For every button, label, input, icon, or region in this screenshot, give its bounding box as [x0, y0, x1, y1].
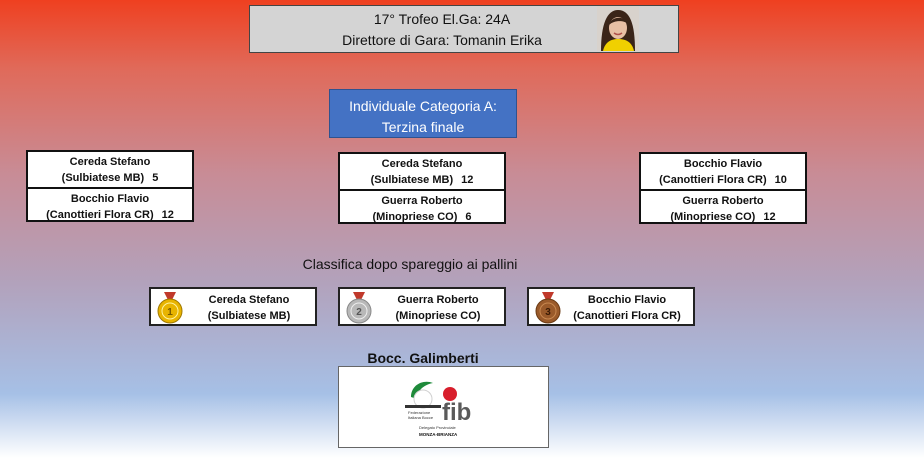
logo-text-line4: MONZA-BRIANZA [419, 432, 458, 437]
podium-text: Guerra Roberto (Minopriese CO) [376, 292, 500, 324]
player-score: 10 [774, 174, 787, 186]
player-club: (Minopriese CO) [372, 211, 458, 223]
player-name: Cereda Stefano [381, 158, 463, 170]
gold-medal-icon: 1 [157, 292, 183, 324]
player-score: 12 [161, 209, 174, 221]
event-title: 17° Trofeo El.Ga: 24A [373, 11, 511, 27]
director-photo [597, 6, 639, 51]
podium-name: Guerra Roberto [397, 294, 479, 306]
podium-club: (Sulbiatese MB) [207, 310, 291, 322]
logo-brand: fib [442, 399, 471, 426]
match-card: Cereda Stefano (Sulbiatese MB) 12 Guerra … [338, 152, 506, 224]
logo-text-line1: Federazione [408, 410, 431, 415]
podium-card-second: 2 Guerra Roberto (Minopriese CO) [338, 287, 506, 326]
bronze-medal-icon: 3 [535, 292, 561, 324]
podium-name: Cereda Stefano [208, 294, 290, 306]
podium-name: Bocchio Flavio [587, 294, 667, 306]
player-club: (Sulbiatese MB) [370, 174, 454, 186]
match-player: Bocchio Flavio (Canottieri Flora CR) 10 [641, 154, 805, 189]
match-card: Bocchio Flavio (Canottieri Flora CR) 10 G… [639, 152, 807, 224]
medal-rank: 3 [545, 307, 551, 318]
silver-medal-icon: 2 [346, 292, 372, 324]
player-club: (Canottieri Flora CR) [46, 209, 154, 221]
player-club: (Canottieri Flora CR) [659, 174, 767, 186]
organizing-club: Bocc. Galimberti [367, 350, 479, 366]
medal-rank: 2 [356, 307, 362, 318]
category-line-1: Individuale Categoria A: [349, 98, 497, 114]
player-name: Guerra Roberto [682, 195, 764, 207]
match-player: Guerra Roberto (Minopriese CO) 6 [340, 189, 504, 224]
logo-red-ball [443, 387, 457, 401]
match-player: Cereda Stefano (Sulbiatese MB) 12 [340, 154, 504, 189]
player-score: 5 [152, 172, 159, 184]
player-name: Guerra Roberto [381, 195, 463, 207]
podium-text: Cereda Stefano (Sulbiatese MB) [187, 292, 311, 324]
podium-card-third: 3 Bocchio Flavio (Canottieri Flora CR) [527, 287, 695, 326]
podium-text: Bocchio Flavio (Canottieri Flora CR) [565, 292, 689, 324]
podium-card-first: 1 Cereda Stefano (Sulbiatese MB) [149, 287, 317, 326]
fib-logo: Federazione Italiana Bocce fib Delegato … [338, 366, 549, 448]
match-player: Guerra Roberto (Minopriese CO) 12 [641, 189, 805, 224]
player-score: 12 [763, 211, 776, 223]
category-title: Individuale Categoria A: Terzina finale [329, 89, 517, 138]
logo-text-line3: Delegato Provinciale [419, 425, 456, 430]
logo-text-line2: Italiana Bocce [408, 415, 434, 420]
player-name: Bocchio Flavio [683, 158, 763, 170]
medal-rank: 1 [167, 307, 173, 318]
match-player: Bocchio Flavio (Canottieri Flora CR) 12 [28, 187, 192, 222]
player-score: 12 [461, 174, 474, 186]
player-name: Cereda Stefano [69, 156, 151, 168]
podium-club: (Minopriese CO) [395, 310, 481, 322]
player-name: Bocchio Flavio [70, 193, 150, 205]
player-club: (Sulbiatese MB) [61, 172, 145, 184]
category-line-2: Terzina finale [381, 119, 465, 135]
player-score: 6 [465, 211, 472, 223]
podium-club: (Canottieri Flora CR) [573, 310, 681, 322]
race-director: Direttore di Gara: Tomanin Erika [342, 32, 542, 48]
ranking-heading: Classifica dopo spareggio ai pallini [302, 256, 518, 272]
match-player: Cereda Stefano (Sulbiatese MB) 5 [28, 152, 192, 187]
player-club: (Minopriese CO) [670, 211, 756, 223]
match-card: Cereda Stefano (Sulbiatese MB) 5 Bocchio … [26, 150, 194, 222]
